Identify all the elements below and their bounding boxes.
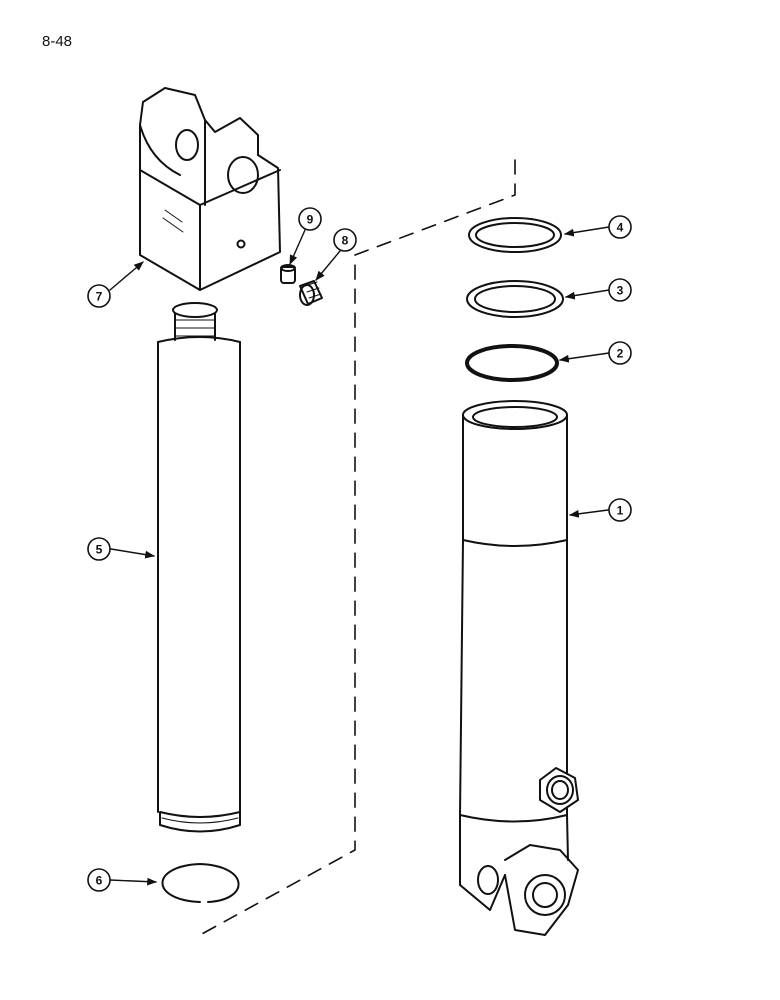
set-screw-part-8: [299, 280, 323, 306]
callout-1-label: 1: [617, 504, 624, 518]
callout-6: 6: [87, 868, 111, 892]
cylinder-barrel-part-1: [459, 400, 579, 936]
callout-3: 3: [608, 278, 632, 302]
ring-part-3: [466, 280, 564, 318]
callout-2: 2: [608, 341, 632, 365]
callout-8: 8: [333, 228, 357, 252]
callout-9: 9: [298, 207, 322, 231]
piston-rod-part-5: [157, 302, 241, 833]
callout-7-label: 7: [96, 290, 103, 304]
leader-7: [109, 261, 144, 291]
leader-4: [564, 226, 610, 237]
leader-lines: [109, 226, 610, 886]
callout-5: 5: [87, 537, 111, 561]
clevis-block-part-7: [139, 87, 281, 291]
callout-1: 1: [608, 498, 632, 522]
callout-9-label: 9: [307, 213, 314, 227]
callout-8-label: 8: [342, 234, 349, 248]
ring-part-2: [465, 344, 559, 382]
pin-part-9: [280, 264, 296, 284]
leader-2: [559, 352, 610, 363]
seal-ring-part-6: [161, 863, 240, 903]
assembly-dashed-line: [199, 159, 516, 936]
callout-7: 7: [87, 284, 111, 308]
callout-2-label: 2: [617, 347, 624, 361]
callout-3-label: 3: [617, 284, 624, 298]
callout-4-label: 4: [617, 221, 624, 235]
leader-5: [110, 548, 155, 559]
leader-3: [565, 289, 610, 300]
leader-1: [569, 509, 609, 518]
callout-6-label: 6: [96, 874, 103, 888]
ring-part-4: [468, 217, 562, 253]
page-number: 8-48: [42, 33, 73, 50]
callout-5-label: 5: [96, 543, 103, 557]
leader-8: [315, 250, 341, 281]
leader-9: [289, 229, 306, 265]
callout-4: 4: [608, 215, 632, 239]
leader-6: [109, 877, 157, 886]
